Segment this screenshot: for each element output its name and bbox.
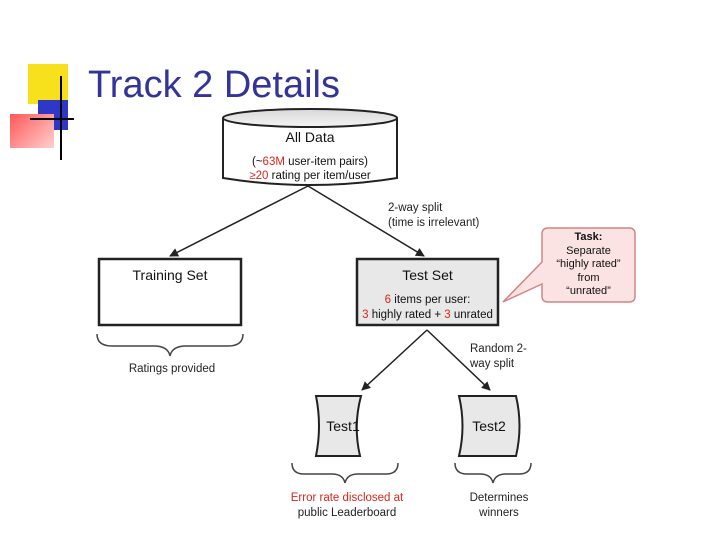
test-set-line1: 6 items per user: <box>357 293 498 307</box>
slide-logo <box>0 0 80 160</box>
arrow-to-test2 <box>426 329 491 391</box>
all-data-line1-suffix: user-item pairs) <box>284 156 368 168</box>
test2-title: Test2 <box>472 418 506 434</box>
all-data-title: All Data <box>285 129 335 145</box>
test-set-item-count: 6 <box>384 294 392 306</box>
arrow-to-training-set <box>169 185 309 257</box>
test2-shape <box>457 395 521 457</box>
arrow-to-test-set <box>307 185 425 257</box>
split1-line1: 2-way split <box>388 202 443 214</box>
test1-brace <box>291 462 399 484</box>
test-set-line2: 3 highly rated + 3 unrated <box>352 308 503 322</box>
all-data-line2: ≥20 rating per item/user <box>223 169 397 183</box>
test-set-highly-text: highly rated + <box>368 309 445 321</box>
test-set-highly-count: 3 <box>362 309 369 321</box>
task-callout-text: Task: Separate “highly rated” from “unra… <box>542 231 635 299</box>
training-set-brace <box>96 333 244 357</box>
split1-line2: (time is irrelevant) <box>388 217 480 229</box>
task-line1: Separate <box>566 244 611 257</box>
split1-label: 2-way split (time is irrelevant) <box>388 201 479 231</box>
test1-shape <box>314 395 363 457</box>
test2-caption-line1: Determines <box>469 492 529 504</box>
test2-caption: Determines winners <box>450 491 548 521</box>
test-set-unrated-text: unrated <box>450 309 493 321</box>
all-data-cylinder-top <box>222 108 398 128</box>
training-set-title: Training Set <box>132 267 208 283</box>
task-title: Task: <box>574 231 603 243</box>
training-set-brace-label: Ratings provided <box>128 363 216 375</box>
all-data-count: 63M <box>262 156 285 168</box>
test1-title: Test1 <box>326 418 360 434</box>
test2-brace <box>454 462 532 484</box>
test2-caption-line2: winners <box>479 507 519 519</box>
test-set-title: Test Set <box>402 267 453 283</box>
all-data-line1: (~63M user-item pairs) <box>223 155 397 169</box>
task-line2: “highly rated” <box>556 258 621 270</box>
test1-caption-line2: public Leaderboard <box>297 507 397 519</box>
all-data-cylinder <box>222 118 398 186</box>
all-data-line1-prefix: (~ <box>252 156 263 168</box>
task-line3: from <box>577 271 600 284</box>
all-data-min-rating: ≥20 <box>249 170 269 182</box>
task-callout-shape <box>502 227 636 303</box>
logo-horizontal-line <box>30 118 74 120</box>
split2-line1: Random 2- <box>470 343 527 355</box>
all-data-line2-suffix: rating per item/user <box>268 170 371 182</box>
arrow-to-test1 <box>361 329 428 391</box>
test1-caption: Error rate disclosed at public Leaderboa… <box>280 491 414 521</box>
test1-caption-line1: Error rate disclosed at <box>290 492 404 504</box>
test-set-line1-suffix: items per user: <box>391 294 471 306</box>
slide-title: Track 2 Details <box>88 64 340 106</box>
test-set-unrated-count: 3 <box>444 309 451 321</box>
split2-label: Random 2- way split <box>470 342 527 372</box>
task-line4: “unrated” <box>566 285 611 297</box>
test-set-box <box>355 257 500 327</box>
training-set-box <box>97 257 243 327</box>
split2-line2: way split <box>470 358 515 370</box>
